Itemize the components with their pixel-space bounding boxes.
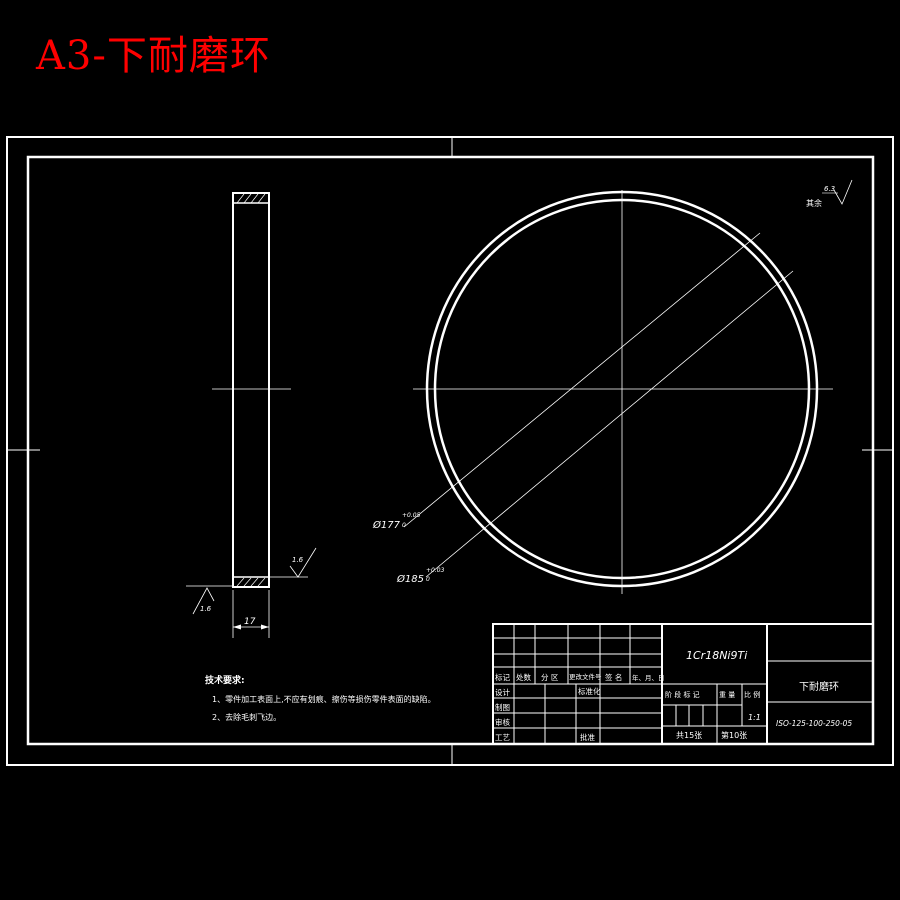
header-date: 年、月、日 [632,673,665,682]
header-zone: 分 区 [541,673,559,682]
rest-roughness-value: 6.3 [824,185,835,193]
row-standardization: 标准化 [578,686,601,696]
rest-roughness-symbol [833,179,853,205]
rest-roughness-label: 其余 [806,198,822,208]
tech-requirement-2: 2、去除毛刺飞边。 [212,712,281,722]
total-sheets: 共15张 [676,731,702,740]
base-roughness-value: 1.6 [200,605,212,613]
front-view [403,190,833,594]
diameter-177-tol-upper: +0.05 [402,512,421,519]
diameter-185-tol-upper: +0.03 [426,567,445,574]
drawing-title: A3-下耐磨环 [36,33,271,79]
drawing-number: ISO-125-100-250-05 [776,719,852,728]
header-mark: 标记 [495,672,510,682]
thickness-dimension: 17 [244,617,256,627]
diameter-177-label: Ø177 [372,519,401,531]
header-scale: 比 例 [744,690,760,699]
part-name: 下耐磨环 [799,680,839,693]
row-design: 设计 [495,687,510,697]
header-weight: 重 量 [719,691,735,699]
header-count: 处数 [516,672,531,682]
diameter-185-tol-lower: 0 [426,576,430,583]
header-stage: 阶 段 标 记 [665,690,700,699]
title-block [492,623,874,745]
tech-requirements-heading: 技术要求: [205,674,245,686]
row-process: 工艺 [495,733,510,742]
diameter-185-label: Ø185 [396,573,424,585]
row-drawing: 制图 [495,702,510,712]
outer-frame [6,136,894,766]
side-view [186,192,317,638]
tech-requirement-1: 1、零件加工表面上,不应有划痕、擦伤等损伤零件表面的缺陷。 [212,694,436,704]
face-roughness-value: 1.6 [292,556,304,564]
header-docno: 更改文件号 [569,672,602,681]
header-sign: 签 名 [605,672,622,682]
diameter-177-tol-lower: 0 [402,522,406,529]
row-review: 审核 [495,717,510,727]
material-label: 1Cr18Ni9Ti [686,649,747,662]
scale-value: 1:1 [748,713,761,722]
sheet-number: 第10张 [721,730,747,740]
row-approval: 批准 [580,732,595,742]
centering-marks [7,137,893,765]
